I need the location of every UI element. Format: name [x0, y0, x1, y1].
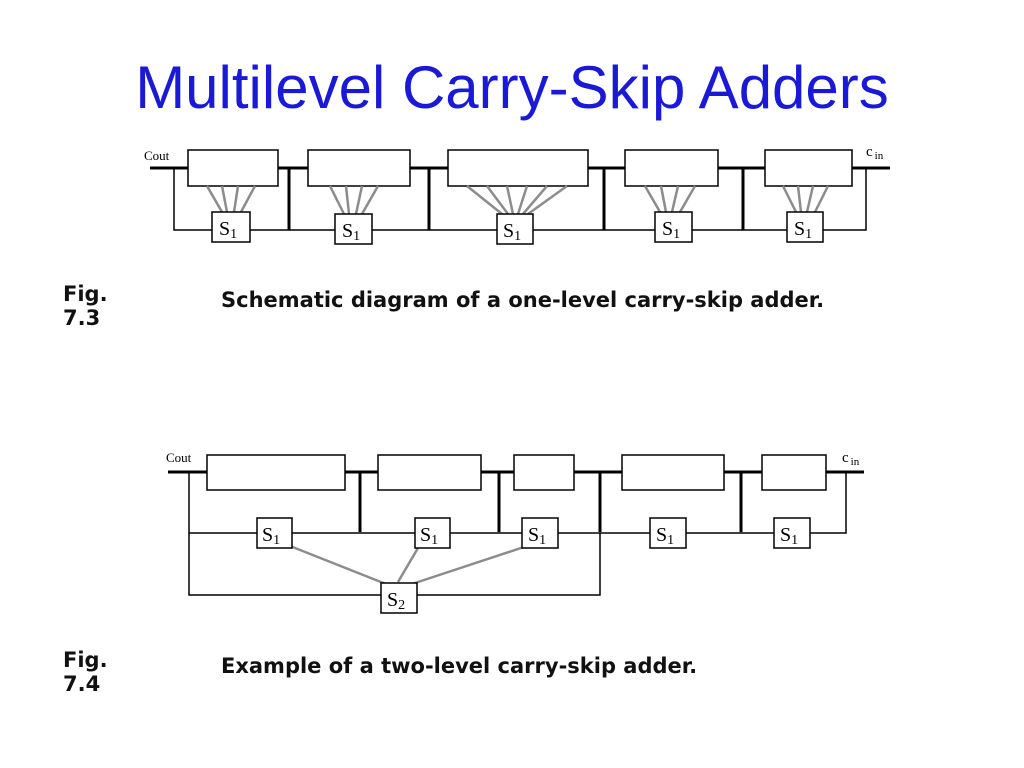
fig-7-4-level2-wires — [289, 544, 528, 586]
skip-label: S1 — [420, 524, 438, 548]
fig-7-3-caption-text: Schematic diagram of a one-level carry-s… — [221, 288, 825, 312]
fig-7-3-skip-path — [173, 168, 867, 231]
adder-block — [307, 149, 411, 187]
skip-label: S1 — [662, 218, 680, 242]
fig-7-3-diagram — [150, 149, 890, 245]
cout-label: Cout — [144, 148, 170, 163]
skip-label: S1 — [528, 524, 546, 548]
fig-7-4-diagram — [168, 454, 864, 614]
skip-label: S1 — [342, 220, 360, 244]
fig-7-4-caption-text: Example of a two-level carry-skip adder. — [221, 654, 698, 678]
adder-block — [187, 149, 279, 187]
slide-title: Multilevel Carry-Skip Adders — [135, 54, 889, 121]
cout-label: Cout — [166, 450, 192, 465]
fig-7-4-junctions — [358, 472, 743, 532]
adder-block — [624, 149, 719, 187]
adder-block — [377, 454, 482, 491]
skip-label: S1 — [794, 218, 812, 242]
skip-label: S1 — [503, 220, 521, 244]
adder-block — [206, 454, 346, 491]
adder-block — [764, 149, 853, 187]
fig-7-3-junctions — [287, 168, 745, 230]
fig-7-4-adder-blocks — [206, 454, 827, 491]
fig-7-3-adder-blocks — [187, 149, 853, 187]
adder-block — [513, 454, 575, 491]
fig-7-4-label: Fig. 7.4 — [63, 648, 108, 696]
fig-7-3-skip-boxes — [211, 211, 824, 245]
skip-label: S1 — [262, 524, 280, 548]
skip-label: S1 — [780, 524, 798, 548]
fig-7-4-skip-boxes — [256, 517, 811, 614]
skip-label-level2: S2 — [387, 589, 405, 613]
adder-block — [621, 454, 725, 491]
fig-7-4-skip-path — [188, 472, 847, 596]
fig-7-3-fanin-wires — [205, 184, 830, 216]
fig-7-3-label: Fig. 7.3 — [63, 282, 108, 330]
skip-label: S1 — [656, 524, 674, 548]
adder-block — [761, 454, 827, 491]
adder-block — [447, 149, 589, 187]
skip-label: S1 — [219, 218, 237, 242]
